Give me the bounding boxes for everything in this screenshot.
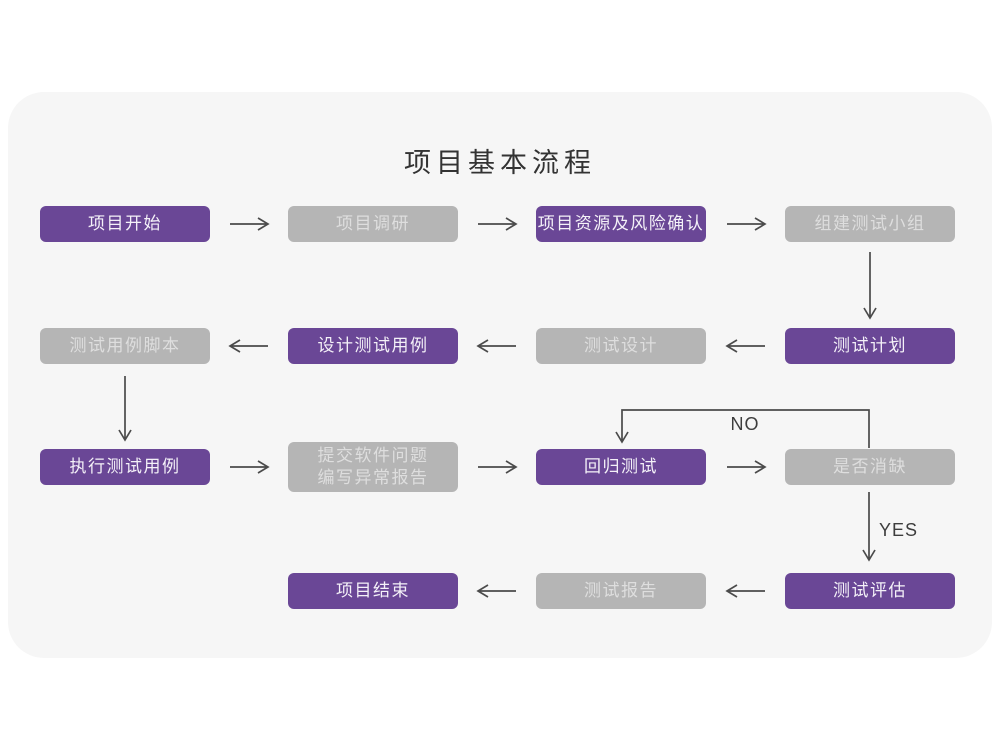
- node-project-end: 项目结束: [288, 573, 458, 609]
- edge-label-no: NO: [730, 414, 760, 434]
- node-regression-test: 回归测试: [536, 449, 706, 485]
- page-title: 项目基本流程: [404, 148, 596, 178]
- node-test-evaluation: 测试评估: [785, 573, 955, 609]
- node-resources-risk: 项目资源及风险确认: [536, 206, 706, 242]
- node-submit-issues-report: 提交软件问题 编写异常报告: [288, 442, 458, 492]
- node-build-test-team: 组建测试小组: [785, 206, 955, 242]
- node-test-case-scripts: 测试用例脚本: [40, 328, 210, 364]
- node-test-design: 测试设计: [536, 328, 706, 364]
- node-test-plan: 测试计划: [785, 328, 955, 364]
- node-defect-cleared: 是否消缺: [785, 449, 955, 485]
- node-design-test-cases: 设计测试用例: [288, 328, 458, 364]
- node-test-report: 测试报告: [536, 573, 706, 609]
- node-execute-test-cases: 执行测试用例: [40, 449, 210, 485]
- flowchart-card-background: [8, 92, 992, 658]
- edge-label-yes: YES: [879, 520, 919, 540]
- node-project-research: 项目调研: [288, 206, 458, 242]
- node-project-start: 项目开始: [40, 206, 210, 242]
